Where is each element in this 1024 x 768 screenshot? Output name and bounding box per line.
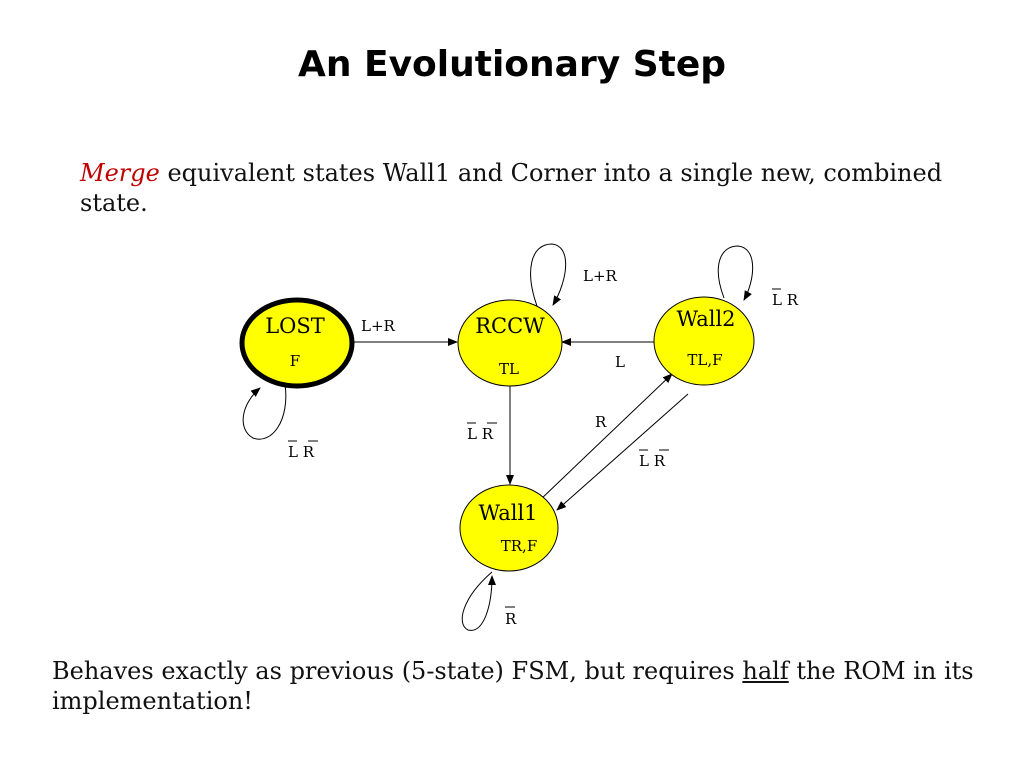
label-lost-self: L R [288,443,315,461]
edge-wall2-self [717,245,754,301]
label-wall1-to-wall2: R [595,413,607,431]
edge-lost-self [242,383,287,440]
state-wall2-circle [653,296,755,386]
footer-after: the ROM in its implementation! [52,657,974,715]
label-wall2-self: L R [772,291,799,309]
edge-wall1-self [461,571,496,631]
state-lost: LOST F [239,297,355,389]
edge-rccw-self [530,243,567,307]
state-wall1-name: Wall1 [478,501,537,525]
state-wall2-output: TL,F [687,351,722,369]
state-lost-circle [239,297,355,389]
footer-text: Behaves exactly as previous (5-state) FS… [52,656,992,716]
state-rccw: RCCW TL [457,299,563,387]
intro-text: Merge equivalent states Wall1 and Corner… [80,158,960,218]
state-lost-output: F [290,352,300,370]
state-wall1-output: TR,F [501,537,537,555]
footer-before: Behaves exactly as previous (5-state) FS… [52,657,743,685]
edge-wall2-to-wall1 [556,393,689,511]
label-rccw-to-wall1: L R [467,425,494,443]
label-wall1-self: R [505,610,517,628]
intro-rest: equivalent states Wall1 and Corner into … [80,159,943,217]
label-rccw-self: L+R [583,267,618,285]
merge-emphasis: Merge [80,159,160,187]
state-wall2: Wall2 TL,F [653,296,755,386]
state-rccw-output: TL [499,360,519,378]
edge-wall1-to-wall2 [539,373,673,501]
label-wall2-to-wall1: L R [639,452,666,470]
label-lost-to-rccw: L+R [361,317,396,335]
state-rccw-name: RCCW [475,314,545,338]
footer-half: half [742,657,789,685]
label-wall2-to-rccw: L [615,353,625,371]
state-wall2-name: Wall2 [676,307,735,331]
state-lost-name: LOST [265,314,325,338]
state-rccw-circle [457,299,563,387]
slide-title: An Evolutionary Step [297,44,727,85]
state-wall1: Wall1 TR,F [459,484,559,572]
state-wall1-circle [459,484,559,572]
